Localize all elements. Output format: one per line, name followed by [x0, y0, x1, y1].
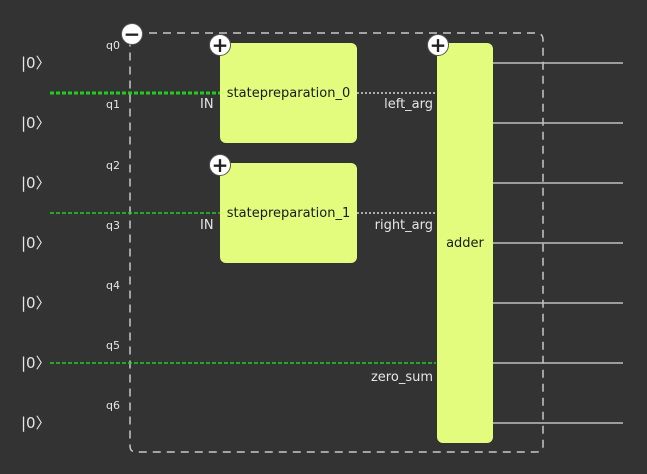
adder-block[interactable]: adder: [437, 43, 493, 443]
qubit-ket-3: |0〉: [21, 234, 51, 252]
qubit-label-q2: q2: [106, 159, 120, 172]
qubit-ket-6: |0〉: [21, 414, 51, 432]
qubit-ket-1: |0〉: [21, 114, 51, 132]
qubit-ket-0: |0〉: [21, 54, 51, 72]
statepreparation-0-label: statepreparation_0: [226, 85, 351, 101]
statepreparation-0-block[interactable]: statepreparation_0: [220, 43, 357, 143]
port-left-arg: left_arg: [384, 97, 433, 112]
qubit-ket-2: |0〉: [21, 174, 51, 192]
expand-statepreparation-0-button[interactable]: +: [209, 34, 231, 56]
group-dashed-box: [129, 32, 544, 453]
collapse-group-button[interactable]: −: [121, 23, 143, 45]
expand-statepreparation-1-button[interactable]: +: [209, 154, 231, 176]
qubit-ket-4: |0〉: [21, 294, 51, 312]
statepreparation-1-label: statepreparation_1: [226, 205, 351, 221]
statepreparation-1-in-label: IN: [200, 218, 214, 233]
adder-label: adder: [446, 235, 484, 251]
minus-icon: −: [123, 22, 141, 46]
qubit-label-q4: q4: [106, 279, 120, 292]
statepreparation-0-in-label: IN: [200, 97, 214, 112]
port-right-arg: right_arg: [374, 218, 433, 233]
qubit-ket-5: |0〉: [21, 354, 51, 372]
port-zero-sum: zero_sum: [370, 370, 433, 385]
plus-icon: +: [211, 153, 229, 177]
qubit-label-q0: q0: [106, 39, 120, 52]
statepreparation-1-block[interactable]: statepreparation_1: [220, 163, 357, 263]
expand-adder-button[interactable]: +: [427, 34, 449, 56]
qubit-label-q5: q5: [106, 339, 120, 352]
qubit-label-q6: q6: [106, 399, 120, 412]
qubit-label-q1: q1: [106, 98, 120, 111]
plus-icon: +: [429, 33, 447, 57]
qubit-label-q3: q3: [106, 219, 120, 232]
plus-icon: +: [211, 33, 229, 57]
